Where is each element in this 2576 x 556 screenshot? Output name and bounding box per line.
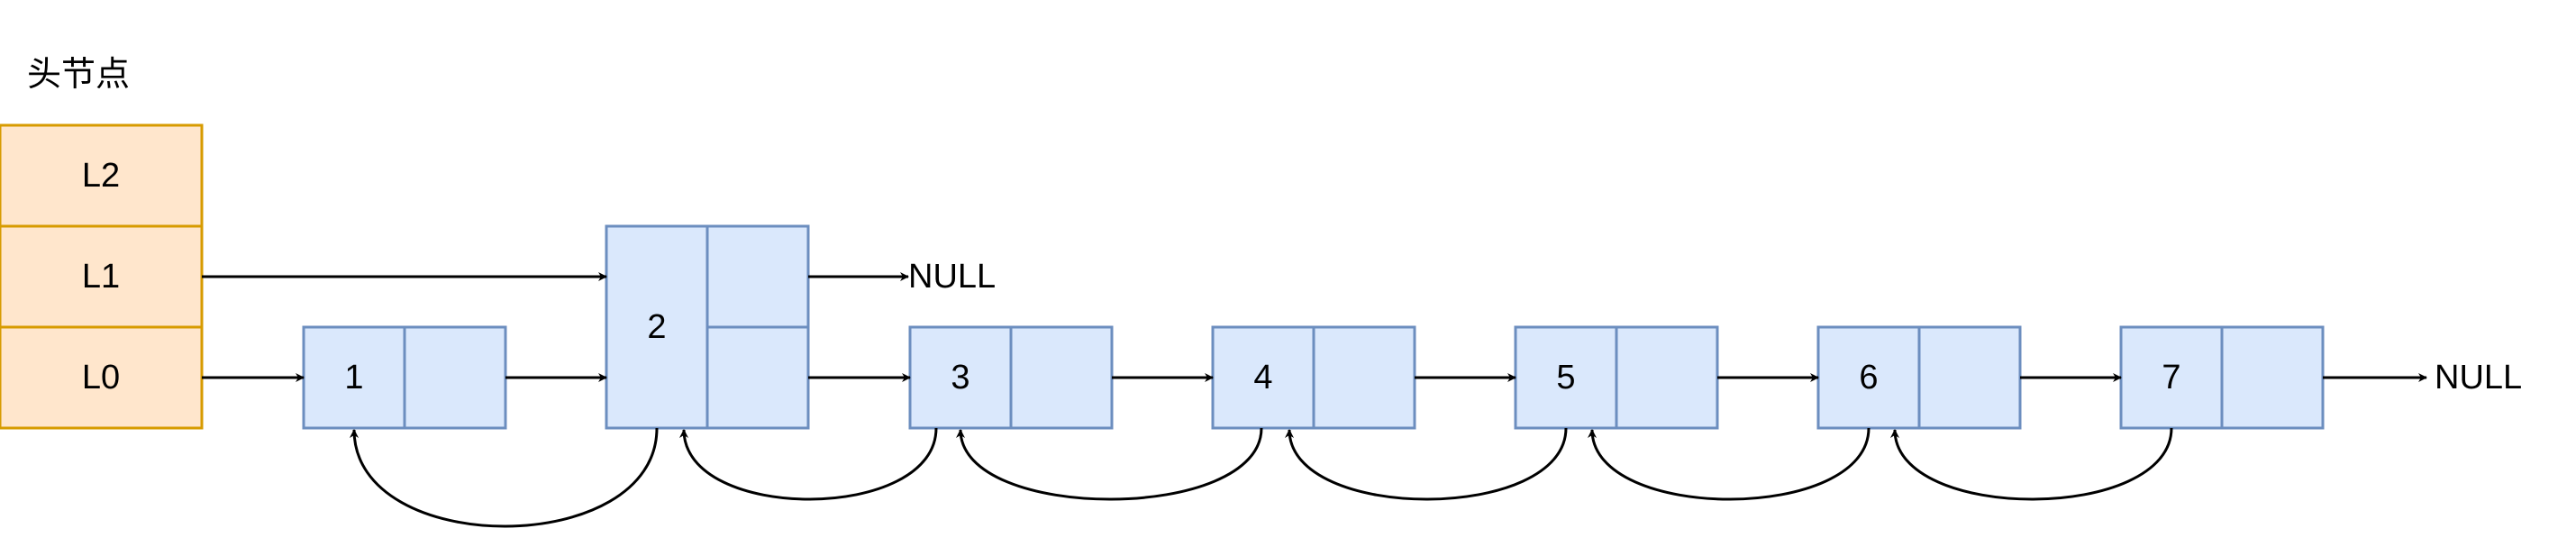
- back-arrow-node-5-to-node-4: [1285, 427, 1568, 501]
- node-3-value-cell: [908, 325, 1013, 430]
- node-1-label: 1: [344, 359, 363, 396]
- back-arrow-node-2-to-node-1: [350, 427, 659, 528]
- node-3: 3: [908, 325, 1114, 430]
- head-level-l0-label: L0: [82, 359, 120, 396]
- node-6: 6: [1816, 325, 2022, 430]
- node-2-level0-next-cell: [705, 325, 810, 430]
- node-6-label: 6: [1859, 359, 1878, 396]
- node-5-next-cell: [1615, 325, 1719, 430]
- node-7: 7: [2119, 325, 2325, 430]
- node-4-label: 4: [1253, 359, 1272, 396]
- back-arrow-node-7-to-node-6: [1890, 427, 2173, 501]
- head-level-l2-label: L2: [82, 157, 120, 195]
- head-level-l1-label: L1: [82, 258, 120, 296]
- node-7-label: 7: [2162, 359, 2180, 396]
- node-5: 5: [1514, 325, 1719, 430]
- node-7-next-cell: [2220, 325, 2325, 430]
- node-2-level1-next-cell: [705, 224, 810, 329]
- head-level-l1-box: [0, 224, 204, 329]
- level0-null-label: NULL: [2435, 359, 2522, 396]
- level1-null-label: NULL: [908, 258, 996, 296]
- node-3-label: 3: [951, 359, 969, 396]
- node-4: 4: [1211, 325, 1416, 430]
- node-2-label: 2: [647, 308, 666, 346]
- node-1-value-cell: [302, 325, 406, 430]
- node-6-next-cell: [1917, 325, 2022, 430]
- back-arrow-node-3-to-node-2: [679, 427, 938, 501]
- node-1: 1: [302, 325, 507, 430]
- head-node: L2 L1 L0: [0, 123, 204, 430]
- head-level-l2-box: [0, 123, 204, 228]
- node-5-label: 5: [1556, 359, 1575, 396]
- back-arrow-node-4-to-node-3: [956, 427, 1263, 501]
- node-2-value-cell: [605, 224, 709, 430]
- node-4-next-cell: [1312, 325, 1416, 430]
- head-node-title: 头节点: [27, 54, 130, 94]
- node-1-next-cell: [403, 325, 507, 430]
- node-4-value-cell: [1211, 325, 1315, 430]
- back-arrow-node-6-to-node-5: [1588, 427, 1871, 501]
- node-2: 2: [605, 224, 810, 430]
- node-3-next-cell: [1009, 325, 1114, 430]
